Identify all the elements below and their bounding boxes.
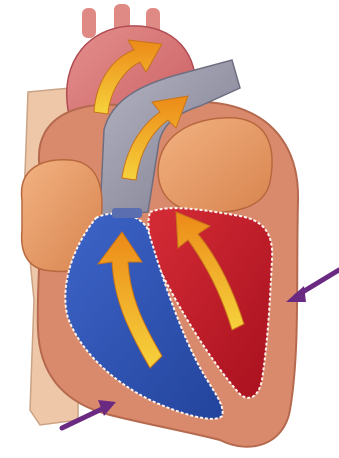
pulmonary-valve bbox=[112, 208, 142, 218]
